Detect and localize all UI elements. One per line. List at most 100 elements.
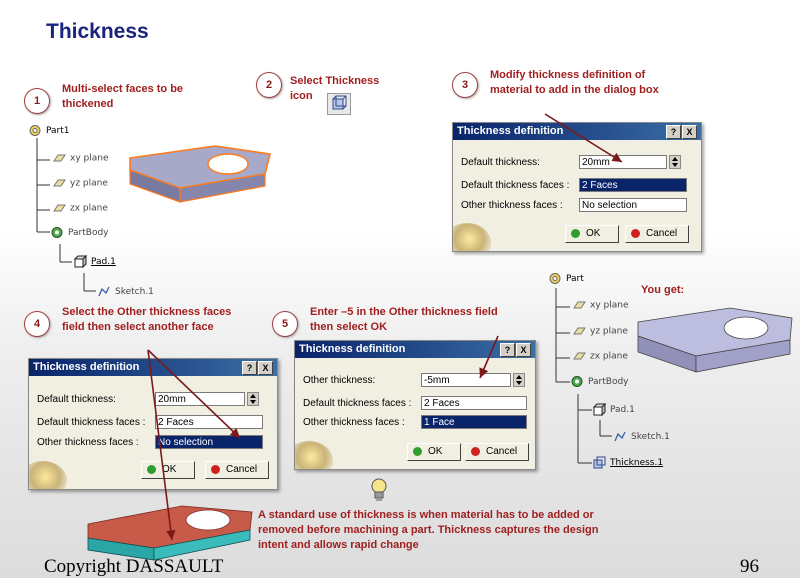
close-button[interactable]: X: [682, 125, 697, 139]
other-faces-field[interactable]: No selection: [579, 198, 687, 212]
step-3-marker: 3: [452, 72, 478, 98]
thickness-tool-icon[interactable]: [327, 93, 351, 115]
ok-icon: [147, 465, 156, 474]
cancel-button[interactable]: Cancel: [465, 443, 529, 461]
step-5-marker: 5: [272, 311, 298, 337]
part-icon: [29, 125, 41, 136]
arrow-to-default-thickness: [544, 113, 623, 163]
bottom-note: A standard use of thickness is when mate…: [258, 509, 599, 551]
other-thickness-spinner[interactable]: [513, 373, 525, 387]
default-thickness-label: Default thickness:: [461, 157, 540, 168]
plane-icon: [572, 351, 586, 361]
cancel-label: Cancel: [646, 228, 678, 239]
dialog-titlebar: Thickness definition ? X: [453, 123, 701, 140]
close-button[interactable]: X: [258, 361, 273, 375]
ok-button[interactable]: OK: [141, 461, 195, 479]
dialog-title: Thickness definition: [457, 125, 564, 137]
other-faces-field[interactable]: No selection: [155, 435, 263, 449]
other-faces-label: Other thickness faces :: [461, 200, 563, 211]
default-faces-field[interactable]: 2 Faces: [155, 415, 263, 429]
arrow-to-other-faces-field: [147, 349, 241, 439]
thickness-icon: [332, 95, 347, 110]
tree-node-label: PartBody: [588, 377, 629, 387]
default-thickness-input[interactable]: 20mm: [579, 155, 667, 169]
cancel-icon: [211, 465, 220, 474]
tree-node-sketch1[interactable]: Sketch.1: [97, 285, 154, 298]
ok-label: OK: [586, 228, 601, 239]
ok-label: OK: [162, 464, 177, 475]
cancel-button[interactable]: Cancel: [625, 225, 689, 243]
tree-node-xy-plane[interactable]: xy plane: [52, 153, 108, 164]
tree-node-label: xy plane: [590, 300, 629, 311]
tree-node-part[interactable]: Part: [548, 272, 584, 285]
cancel-label: Cancel: [226, 464, 258, 475]
default-faces-label: Default thickness faces :: [37, 417, 146, 428]
dialog-title: Thickness definition: [33, 361, 140, 373]
cancel-label: Cancel: [486, 446, 518, 457]
tree-node-label: yz plane: [590, 326, 628, 337]
pad-icon: [73, 255, 87, 268]
dialog-title: Thickness definition: [299, 343, 406, 355]
part-3d-result[interactable]: [630, 300, 798, 378]
other-faces-field[interactable]: 1 Face: [421, 415, 527, 429]
close-button[interactable]: X: [516, 343, 531, 357]
tree-node-zx-plane[interactable]: zx plane: [572, 351, 628, 362]
default-thickness-spinner[interactable]: [247, 392, 259, 406]
tree-node-label: xy plane: [70, 153, 109, 164]
thickness-dialog-initial: Thickness definition ? X Default thickne…: [452, 122, 702, 252]
tree-node-yz-plane[interactable]: yz plane: [572, 326, 628, 337]
cancel-icon: [471, 447, 480, 456]
tree-node-partbody[interactable]: PartBody: [50, 226, 109, 239]
tree-node-label: Sketch.1: [631, 432, 670, 442]
tree-node-label: Sketch.1: [115, 287, 154, 297]
help-button[interactable]: ?: [500, 343, 515, 357]
tree-node-label: zx plane: [70, 203, 108, 214]
help-button[interactable]: ?: [666, 125, 681, 139]
step-2-marker: 2: [256, 72, 282, 98]
tree-node-thickness1[interactable]: Thickness.1: [592, 456, 663, 469]
plane-icon: [52, 178, 66, 188]
thickness-dialog-step4: Thickness definition ? X Default thickne…: [28, 358, 278, 490]
part-3d-initial[interactable]: [120, 140, 280, 212]
ok-button[interactable]: OK: [407, 443, 461, 461]
arrow-to-other-face: [147, 349, 176, 541]
tree-node-xy-plane[interactable]: xy plane: [572, 300, 628, 311]
tree-node-partbody[interactable]: PartBody: [570, 375, 629, 388]
tree-node-pad1[interactable]: Pad.1: [73, 255, 116, 268]
tree-node-label: Part: [566, 274, 584, 284]
other-thickness-input[interactable]: -5mm: [421, 373, 511, 387]
cancel-icon: [631, 229, 640, 238]
body-gear-icon: [571, 376, 583, 387]
sketch-icon: [98, 286, 110, 297]
default-faces-field[interactable]: 2 Faces: [579, 178, 687, 192]
cancel-button[interactable]: Cancel: [205, 461, 269, 479]
plane-icon: [52, 153, 66, 163]
body-gear-icon: [51, 227, 63, 238]
other-faces-label: Other thickness faces :: [303, 417, 405, 428]
other-faces-label: Other thickness faces :: [37, 437, 139, 448]
tree-node-yz-plane[interactable]: yz plane: [52, 178, 108, 189]
tree-node-part1[interactable]: Part1: [28, 124, 70, 137]
tree-node-pad1[interactable]: Pad.1: [592, 403, 635, 416]
ok-button[interactable]: OK: [565, 225, 619, 243]
sketch-icon: [614, 431, 626, 442]
default-thickness-label: Default thickness:: [37, 394, 116, 405]
step-1-text: Multi-select faces to be thickened: [62, 83, 184, 110]
step-3-text: Modify thickness definition of material …: [490, 69, 659, 96]
default-faces-field[interactable]: 2 Faces: [421, 396, 527, 410]
help-button[interactable]: ?: [242, 361, 257, 375]
step-4-marker: 4: [24, 311, 50, 337]
dialog-titlebar: Thickness definition ? X: [295, 341, 535, 358]
default-faces-label: Default thickness faces :: [461, 180, 570, 191]
step-2-text: Select Thickness icon: [290, 75, 380, 102]
tree-node-sketch1[interactable]: Sketch.1: [613, 430, 670, 443]
default-thickness-spinner[interactable]: [669, 155, 681, 169]
step-1-marker: 1: [24, 88, 50, 114]
tree-node-label: yz plane: [70, 178, 108, 189]
plane-icon: [572, 326, 586, 336]
tree-node-zx-plane[interactable]: zx plane: [52, 203, 108, 214]
lightbulb-icon: [371, 478, 387, 501]
default-faces-label: Default thickness faces :: [303, 398, 412, 409]
